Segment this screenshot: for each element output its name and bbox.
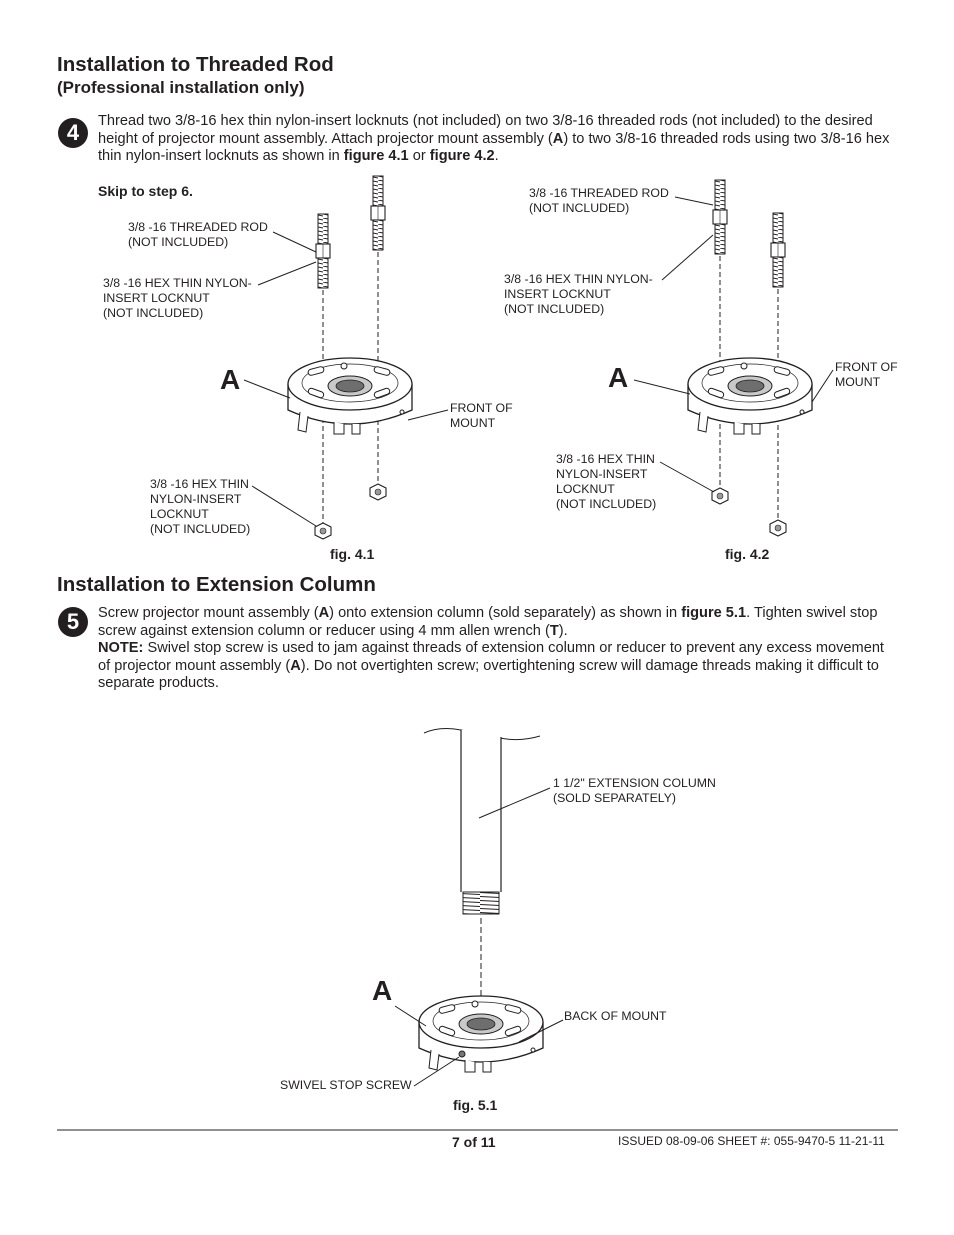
- step-5-text: Screw projector mount assembly (A) onto …: [98, 605, 888, 693]
- step-4-text: Thread two 3/8-16 hex thin nylon-insert …: [98, 113, 903, 166]
- figure-4-2-drawing: [633, 179, 834, 537]
- fig42-bottom-nut-label: 3/8 -16 HEX THIN NYLON-INSERT LOCKNUT (N…: [556, 452, 656, 512]
- step-4-text-a: Thread two 3/8-16 hex thin nylon-insert …: [98, 113, 873, 147]
- step-5-text-6: ). Do not overtighten screw; overtighten…: [98, 657, 879, 692]
- fig41-top-nut-line3: (NOT INCLUDED): [103, 306, 204, 320]
- fig42-bottom-nut-line2: NYLON-INSERT: [556, 467, 648, 481]
- fig41-callout-a: A: [220, 364, 241, 395]
- step-4-fig-ref-1: figure 4.1: [343, 148, 409, 164]
- step-4-text-b: ) to two 3/8-16 threaded rods using two …: [98, 130, 890, 165]
- fig42-front-label: FRONT OF MOUNT: [835, 360, 898, 390]
- fig42-callout-a: A: [608, 362, 629, 393]
- step-4-badge: 4: [58, 118, 88, 148]
- step-5-text-5: Swivel stop screw is used to jam against…: [98, 640, 884, 674]
- step-5-badge: 5: [58, 607, 88, 637]
- fig41-rod-label-line1: 3/8 -16 THREADED ROD: [128, 220, 268, 234]
- fig51-swivel-label: SWIVEL STOP SCREW: [280, 1078, 412, 1092]
- figure-5-1-drawing: [394, 728, 564, 1087]
- fig42-top-nut-label: 3/8 -16 HEX THIN NYLON- INSERT LOCKNUT (…: [504, 272, 653, 317]
- step-5-bold-2: figure 5.1: [681, 605, 747, 621]
- step-5-text-4: ).: [558, 622, 568, 639]
- fig41-top-nut-line1: 3/8 -16 HEX THIN NYLON-: [103, 276, 252, 290]
- skip-note: Skip to step 6.: [98, 183, 193, 199]
- fig41-bottom-nut-line3: LOCKNUT: [150, 507, 209, 521]
- fig51-column-label: 1 1/2" EXTENSION COLUMN (SOLD SEPARATELY…: [553, 776, 716, 806]
- step-4-fig-ref-2: figure 4.2: [429, 148, 495, 164]
- fig41-bottom-nut-label: 3/8 -16 HEX THIN NYLON-INSERT LOCKNUT (N…: [150, 477, 250, 537]
- fig42-rod-label-line2: (NOT INCLUDED): [529, 201, 630, 215]
- fig41-top-nut-label: 3/8 -16 HEX THIN NYLON- INSERT LOCKNUT (…: [103, 276, 252, 321]
- fig42-top-nut-line3: (NOT INCLUDED): [504, 302, 605, 316]
- page-number: 7 of 11: [452, 1134, 496, 1150]
- fig42-top-nut-line1: 3/8 -16 HEX THIN NYLON-: [504, 272, 653, 286]
- step-5-note-label: NOTE:: [98, 640, 144, 656]
- fig41-rod-label-line2: (NOT INCLUDED): [128, 235, 229, 249]
- fig41-bottom-nut-line4: (NOT INCLUDED): [150, 522, 251, 536]
- issue-info: ISSUED 08-09-06 SHEET #: 055-9470-5 11-2…: [618, 1134, 885, 1148]
- fig42-caption: fig. 4.2: [725, 546, 770, 562]
- fig51-back-label: BACK OF MOUNT: [564, 1009, 667, 1023]
- fig41-top-nut-line2: INSERT LOCKNUT: [103, 291, 210, 305]
- fig42-rod-label: 3/8 -16 THREADED ROD (NOT INCLUDED): [529, 186, 669, 216]
- section-subtitle: (Professional installation only): [57, 78, 305, 97]
- fig51-column-line2: (SOLD SEPARATELY): [553, 791, 676, 805]
- fig41-front-line2: MOUNT: [450, 416, 496, 430]
- step-5-text-1: Screw projector mount assembly (: [98, 605, 319, 621]
- fig42-top-nut-line2: INSERT LOCKNUT: [504, 287, 611, 301]
- figure-4-1-drawing: [243, 175, 449, 540]
- fig51-callout-a: A: [372, 975, 393, 1006]
- fig42-bottom-nut-line4: (NOT INCLUDED): [556, 497, 657, 511]
- step-5-bold-4: A: [290, 657, 301, 674]
- step-5-bold-1: A: [318, 605, 330, 621]
- fig42-front-line2: MOUNT: [835, 375, 881, 389]
- step-4-text-or: or: [408, 148, 430, 164]
- step-4-bold-a: A: [552, 130, 564, 147]
- fig51-column-line1: 1 1/2" EXTENSION COLUMN: [553, 776, 716, 790]
- step-4-text-end: .: [494, 148, 499, 164]
- fig41-bottom-nut-line1: 3/8 -16 HEX THIN: [150, 477, 249, 491]
- fig41-rod-label: 3/8 -16 THREADED ROD (NOT INCLUDED): [128, 220, 268, 250]
- fig51-caption: fig. 5.1: [453, 1097, 498, 1113]
- fig41-front-label: FRONT OF MOUNT: [450, 401, 513, 431]
- section-title-extension-column: Installation to Extension Column: [57, 573, 376, 596]
- fig42-front-line1: FRONT OF: [835, 360, 898, 374]
- step-5-text-3: . Tighten swivel stop screw against exte…: [98, 605, 878, 639]
- step-5-text-2: ) onto extension column (sold separately…: [329, 605, 682, 621]
- fig41-front-line1: FRONT OF: [450, 401, 513, 415]
- fig41-caption: fig. 4.1: [330, 546, 375, 562]
- fig42-bottom-nut-line1: 3/8 -16 HEX THIN: [556, 452, 655, 466]
- step-5-bold-3: T: [549, 622, 559, 639]
- fig42-rod-label-line1: 3/8 -16 THREADED ROD: [529, 186, 669, 200]
- section-title-threaded-rod: Installation to Threaded Rod: [57, 53, 334, 76]
- fig42-bottom-nut-line3: LOCKNUT: [556, 482, 615, 496]
- fig41-bottom-nut-line2: NYLON-INSERT: [150, 492, 242, 506]
